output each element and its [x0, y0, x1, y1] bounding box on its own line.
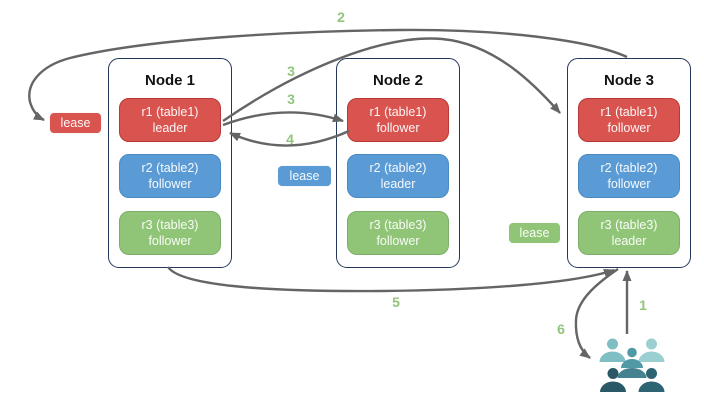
replica-role: follower	[148, 177, 192, 191]
replica-role: follower	[376, 234, 420, 248]
arrow-step-6	[574, 268, 619, 359]
replica-name: r3 (table3)	[369, 217, 427, 232]
lease-badge-r1: lease	[49, 112, 102, 134]
node2-replica-r3: r3 (table3) follower	[347, 211, 449, 255]
replica-role: follower	[607, 177, 651, 191]
replica-name: r1 (table1)	[369, 104, 427, 119]
replica-role: leader	[380, 177, 416, 191]
node-3-title: Node 3	[603, 72, 654, 89]
user-figure	[617, 368, 647, 378]
user-figure	[599, 338, 626, 362]
user-figure	[638, 338, 665, 362]
node-3-box: Node 3 r1 (table1) follower r2 (table2) …	[567, 58, 691, 268]
replica-name: r2 (table2)	[600, 160, 658, 175]
node-1-title: Node 1	[144, 72, 195, 89]
user-figure	[638, 368, 665, 392]
step-label-5: 5	[392, 294, 400, 310]
step-label-1: 1	[639, 297, 647, 313]
replica-role: follower	[376, 121, 420, 135]
replica-role: follower	[148, 234, 192, 248]
lease-badge-r2: lease	[277, 165, 332, 187]
step-label-3b: 3	[287, 91, 295, 107]
step-label-2: 2	[337, 9, 345, 25]
node3-replica-r1: r1 (table1) follower	[578, 98, 680, 142]
lease-badge-r3: lease	[508, 222, 561, 244]
step-label-3a: 3	[287, 63, 295, 79]
node3-replica-r2: r2 (table2) follower	[578, 154, 680, 198]
arrow-step-3-to-node2	[222, 111, 344, 127]
node2-replica-r2: r2 (table2) leader	[347, 154, 449, 198]
replica-name: r1 (table1)	[141, 104, 199, 119]
step-label-4: 4	[286, 131, 294, 147]
step-label-6: 6	[557, 321, 565, 337]
node3-replica-r3: r3 (table3) leader	[578, 211, 680, 255]
replica-name: r3 (table3)	[600, 217, 658, 232]
arrow-step-5	[167, 266, 615, 293]
user-figure	[621, 347, 643, 368]
node1-replica-r2: r2 (table2) follower	[119, 154, 221, 198]
replica-name: r2 (table2)	[141, 160, 199, 175]
replica-role: follower	[607, 121, 651, 135]
node-2-title: Node 2	[372, 72, 423, 89]
replica-role: leader	[152, 121, 188, 135]
node-1-box: Node 1 r1 (table1) leader r2 (table2) fo…	[108, 58, 232, 268]
users-icon	[599, 338, 665, 392]
replica-name: r3 (table3)	[141, 217, 199, 232]
node2-replica-r1: r1 (table1) follower	[347, 98, 449, 142]
node-2-box: Node 2 r1 (table1) follower r2 (table2) …	[336, 58, 460, 268]
replica-role: leader	[611, 234, 647, 248]
node1-replica-r3: r3 (table3) follower	[119, 211, 221, 255]
replica-name: r2 (table2)	[369, 160, 427, 175]
replica-name: r1 (table1)	[600, 104, 658, 119]
user-figure	[600, 368, 626, 392]
node1-replica-r1: r1 (table1) leader	[119, 98, 221, 142]
